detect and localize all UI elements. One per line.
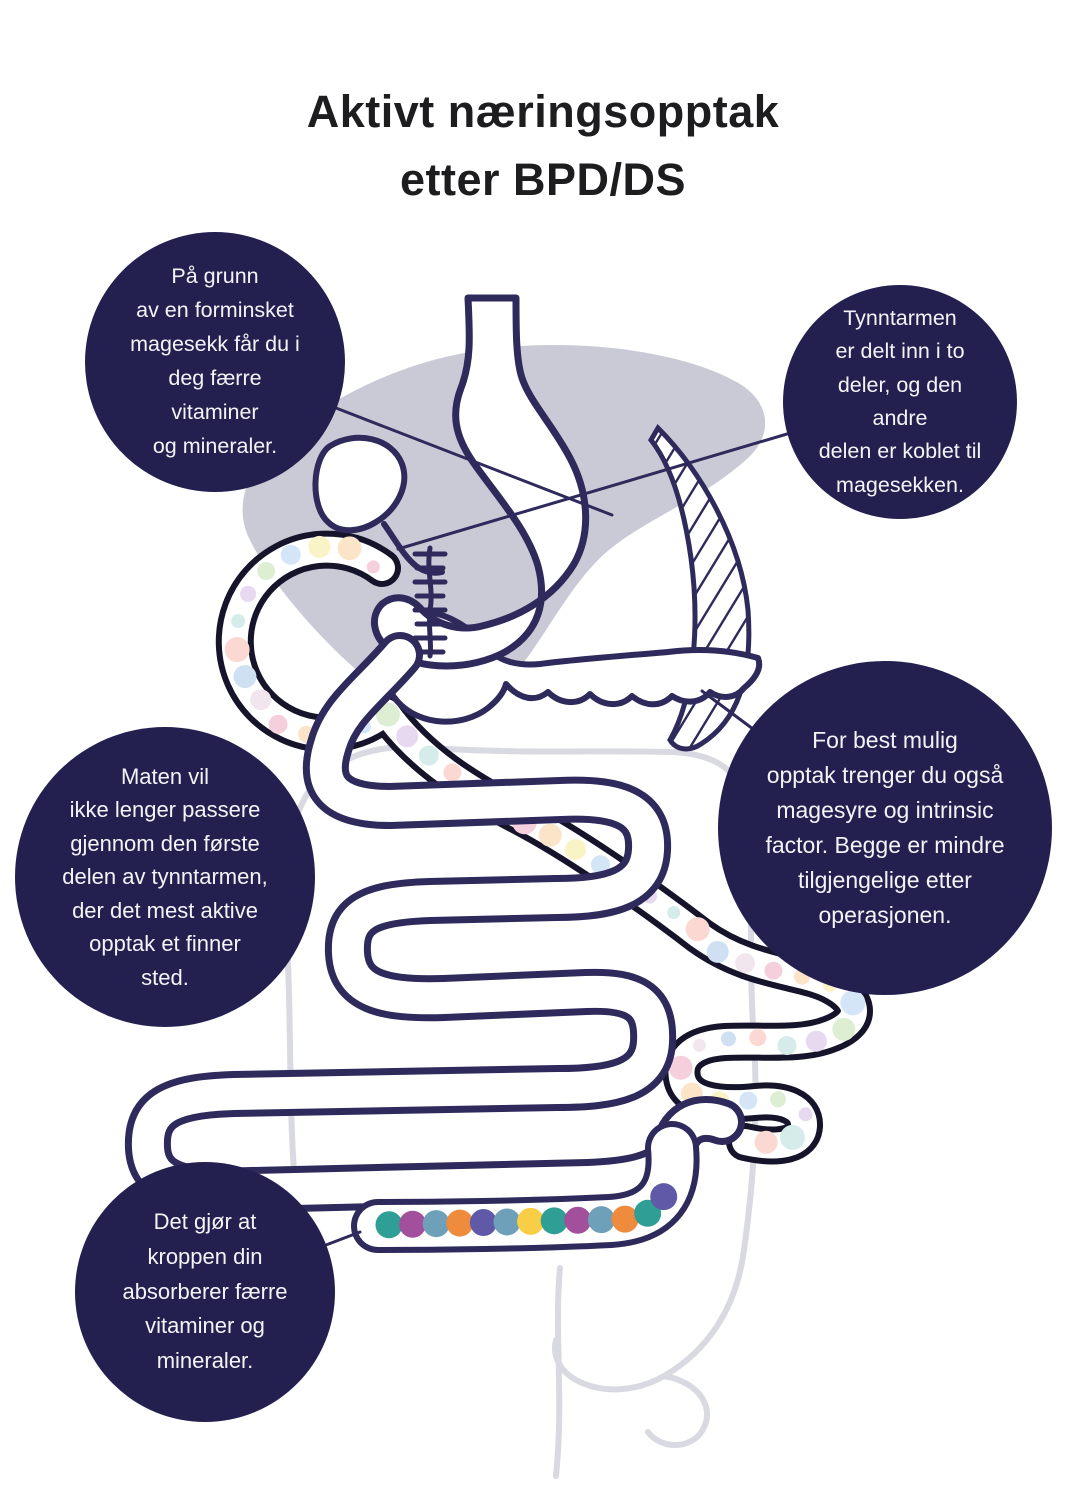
dot [739, 1091, 758, 1110]
dot [337, 536, 362, 561]
dot [650, 1183, 678, 1211]
dot [587, 1206, 615, 1234]
dot [764, 961, 783, 980]
dot [538, 823, 562, 847]
dot [233, 665, 257, 689]
dot [720, 1031, 736, 1047]
dot [777, 1036, 797, 1056]
dot [231, 614, 246, 629]
hatch-line [651, 428, 749, 749]
dot [366, 560, 380, 574]
gallbladder [312, 434, 408, 534]
dot [805, 1030, 827, 1052]
dot [780, 1124, 806, 1150]
dot [692, 1038, 706, 1052]
connector-top-left [334, 406, 614, 517]
dot [706, 940, 729, 963]
connector-lines [324, 406, 789, 1247]
dot [257, 562, 276, 581]
hatch-line [656, 428, 749, 749]
hatch-line [651, 428, 749, 749]
dot [399, 1210, 427, 1238]
dot [446, 1209, 474, 1237]
dot [224, 637, 250, 663]
dot [375, 702, 400, 727]
dot [308, 535, 331, 558]
hatch-line [651, 428, 712, 749]
callout-divided-intestine: Tynntarmen er delt inn i to deler, og de… [783, 285, 1017, 519]
dot [685, 917, 710, 942]
dot [422, 1210, 450, 1238]
dot [832, 1017, 856, 1041]
dot [798, 1107, 813, 1122]
dot [754, 1130, 778, 1154]
dot [840, 990, 866, 1016]
callout-fewer-vitamins: Det gjør at kroppen din absorberer færre… [75, 1162, 335, 1422]
dot [564, 1206, 592, 1234]
dot [749, 1029, 767, 1047]
active-absorption-dots [375, 1183, 678, 1239]
hatch-line [651, 428, 749, 749]
dot [469, 1209, 497, 1237]
dot [517, 1207, 545, 1235]
dot [564, 839, 586, 861]
dot [250, 689, 272, 711]
dot [493, 1208, 521, 1236]
dot [268, 714, 288, 734]
dot [611, 1205, 639, 1233]
dot [668, 1055, 693, 1080]
dot [418, 745, 439, 766]
title-line-1: Aktivt næringsopptak [306, 86, 780, 137]
dot [375, 1211, 403, 1239]
dot [634, 1199, 662, 1227]
connector-bottom-left [324, 1230, 362, 1247]
title-line-2: etter BPD/DS [399, 153, 687, 205]
dot [240, 585, 257, 602]
connector-mid-right [700, 689, 755, 731]
staple-line-icon [412, 545, 448, 659]
dot [443, 763, 462, 782]
callout-reduced-stomach: På grunn av en forminsket magesekk får d… [85, 232, 345, 492]
dot [396, 725, 419, 748]
dot [667, 905, 681, 919]
callout-intrinsic-factor: For best mulig opptak trenger du også ma… [718, 661, 1052, 995]
connector-top-right [396, 432, 789, 551]
callout-food-bypass: Maten vil ikke lenger passere gjennom de… [15, 727, 315, 1027]
dot [280, 544, 301, 565]
dot [769, 1091, 786, 1108]
dot [735, 953, 756, 974]
dot [590, 855, 610, 875]
dot [540, 1207, 568, 1235]
page-title: Aktivt næringsopptak etter BPD/DS [0, 78, 1086, 213]
